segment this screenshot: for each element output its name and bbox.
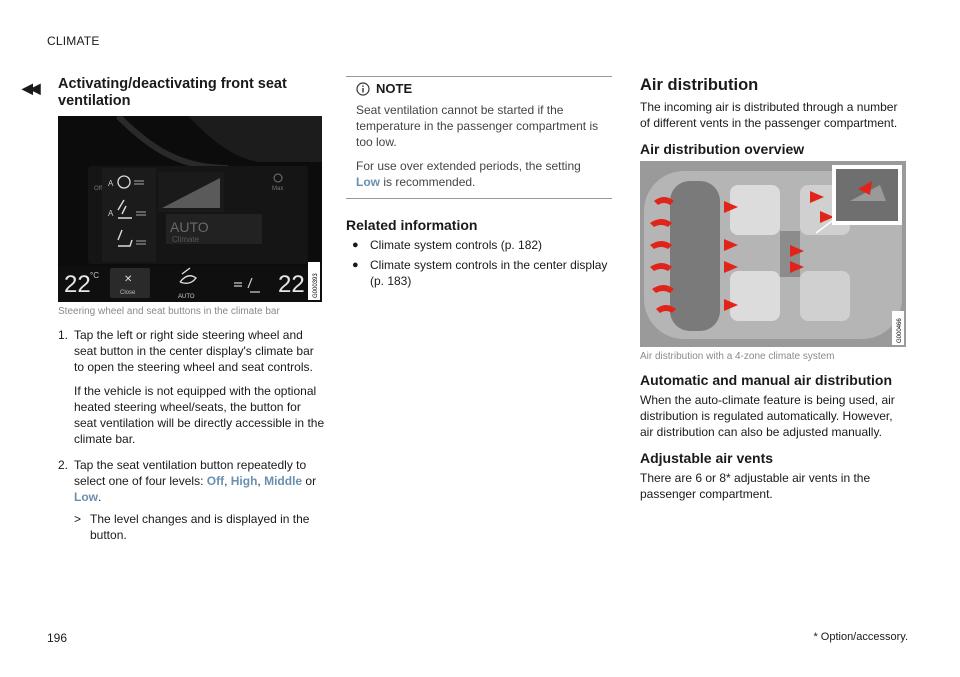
result-text: The level changes and is displayed in th… <box>90 512 310 542</box>
related-list: ● Climate system controls (p. 182) ● Clima… <box>346 237 612 289</box>
bullet: ● <box>352 259 359 271</box>
period: . <box>98 490 102 504</box>
note-header: NOTE <box>356 81 602 96</box>
right-temp: 22 <box>278 271 305 298</box>
related-information-title: Related information <box>346 217 478 233</box>
a-label-1: A <box>108 179 114 188</box>
related-link[interactable]: ● Climate system controls in the center d… <box>346 257 612 289</box>
close-label: Close <box>120 290 136 296</box>
auto-label: AUTO <box>178 294 195 300</box>
steering-wheel-heat-icon <box>117 175 144 189</box>
right-column: Air distribution The incoming air is dis… <box>640 76 908 502</box>
off-label: Off <box>94 186 102 192</box>
note-text-2-post: is recommended. <box>380 175 476 189</box>
seat-ventilation-icon <box>117 229 146 247</box>
figure-code: G000466 <box>897 318 903 343</box>
step-number: 1. <box>58 328 69 342</box>
note-text-1: Seat ventilation cannot be started if th… <box>356 103 599 149</box>
bullet: ● <box>352 239 359 251</box>
fan-airflow-icon <box>179 267 197 285</box>
left-temp-unit: °C <box>90 271 99 280</box>
auto-manual-text: When the auto-climate feature is being u… <box>640 393 895 439</box>
separator: , <box>257 474 265 488</box>
step-text: Tap the left or right side steering whee… <box>74 328 314 374</box>
related-link-text: Climate system controls (p. 182) <box>370 238 543 252</box>
note-text-2-pre: For use over extended periods, the setti… <box>356 159 581 173</box>
climate-label: Climate <box>172 235 200 244</box>
related-link[interactable]: ● Climate system controls (p. 182) <box>346 237 612 253</box>
air-distribution-title: Air distribution <box>640 76 759 94</box>
footnote: * Option/accessory. <box>813 631 908 643</box>
list-item: 2. Tap the seat ventilation button repea… <box>58 457 326 543</box>
right-seat-heat-icon <box>234 277 260 293</box>
level-low: Low <box>74 490 98 504</box>
figure-code: G000393 <box>313 273 319 298</box>
figure-caption: Air distribution with a 4-zone climate s… <box>640 351 835 362</box>
seat-ventilation-title: Activating/deactivating front seat venti… <box>58 76 287 109</box>
info-circle-icon <box>356 81 370 96</box>
separator: , <box>224 474 231 488</box>
overview-title: Air distribution overview <box>640 141 805 157</box>
left-column: Activating/deactivating front seat venti… <box>58 76 326 553</box>
close-icon: ✕ <box>124 274 132 285</box>
airflow-arrows <box>650 191 834 313</box>
a-label-2: A <box>108 209 114 218</box>
related-link-text: Climate system controls in the center di… <box>370 258 608 288</box>
double-chevron-left-icon[interactable]: ◀◀ <box>22 80 40 96</box>
step-result: > The level changes and is displayed in … <box>74 511 326 543</box>
climate-bar-figure: AUTO Climate Off Max A A 22 °C ✕ Close A… <box>58 116 322 302</box>
air-distribution-intro: The incoming air is distributed through … <box>640 100 898 130</box>
level-middle: Middle <box>264 474 303 488</box>
section-header: CLIMATE <box>47 34 100 48</box>
step-subtext: If the vehicle is not equipped with the … <box>74 384 325 446</box>
note-highlight: Low <box>356 175 380 189</box>
figure-caption: Steering wheel and seat buttons in the c… <box>58 306 280 317</box>
step-text: Tap the seat ventilation button repeated… <box>74 457 326 505</box>
note-box: NOTE Seat ventilation cannot be started … <box>346 76 612 199</box>
list-item: 1. Tap the left or right side steering w… <box>58 327 326 447</box>
level-off: Off <box>206 474 225 488</box>
auto-big-label: AUTO <box>170 219 209 235</box>
result-marker: > <box>74 512 82 526</box>
step-number: 2. <box>58 458 69 472</box>
adjustable-vents-title: Adjustable air vents <box>640 450 774 466</box>
left-temp: 22 <box>64 271 91 298</box>
air-distribution-figure: G000466 <box>640 161 906 347</box>
separator: or <box>302 474 317 488</box>
note-text-2: For use over extended periods, the setti… <box>356 158 602 190</box>
step-text-pre: Tap the seat ventilation button repeated… <box>74 458 307 488</box>
auto-manual-title: Automatic and manual air distribution <box>640 372 893 388</box>
middle-column: NOTE Seat ventilation cannot be started … <box>346 76 612 293</box>
note-title: NOTE <box>376 81 413 96</box>
steps-list: 1. Tap the left or right side steering w… <box>58 327 326 543</box>
adjustable-vents-text: There are 6 or 8* adjustable air vents i… <box>640 471 871 501</box>
max-label: Max <box>272 186 283 192</box>
level-high: High <box>230 474 258 488</box>
seat-heat-icon <box>117 199 146 219</box>
page-number: 196 <box>47 631 68 645</box>
